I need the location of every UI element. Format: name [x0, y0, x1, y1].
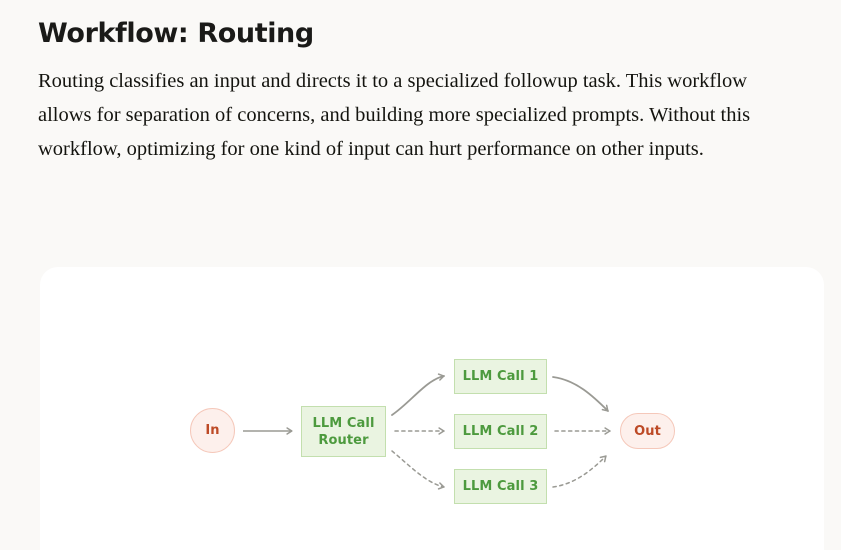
edge-call3-to-out [552, 455, 607, 488]
node-llm-call-1: LLM Call 1 [454, 359, 547, 394]
node-out-label: Out [634, 423, 661, 439]
diagram-card: In LLM Call Router LLM Call 1 LLM Call 2… [40, 267, 824, 550]
page-title: Workflow: Routing [38, 18, 314, 49]
edge-call1-to-out [552, 376, 609, 412]
diagram-connectors-layer [243, 373, 611, 490]
article-section: Workflow: Routing Routing classifies an … [38, 18, 798, 166]
node-out: Out [620, 413, 675, 449]
routing-workflow-diagram: In LLM Call Router LLM Call 1 LLM Call 2… [40, 267, 824, 550]
node-llm-call-router-label: LLM Call Router [312, 415, 375, 448]
edge-router-to-call3 [391, 450, 445, 490]
node-llm-call-2-label: LLM Call 2 [462, 424, 539, 439]
node-llm-call-3-label: LLM Call 3 [462, 479, 539, 494]
node-llm-call-router: LLM Call Router [301, 406, 386, 457]
article-body-paragraph: Routing classifies an input and directs … [38, 70, 751, 161]
edge-router-to-call1 [391, 373, 445, 416]
node-in: In [190, 408, 235, 453]
node-in-label: In [205, 423, 220, 438]
node-llm-call-1-label: LLM Call 1 [462, 369, 539, 384]
node-llm-call-3: LLM Call 3 [454, 469, 547, 504]
node-llm-call-2: LLM Call 2 [454, 414, 547, 449]
